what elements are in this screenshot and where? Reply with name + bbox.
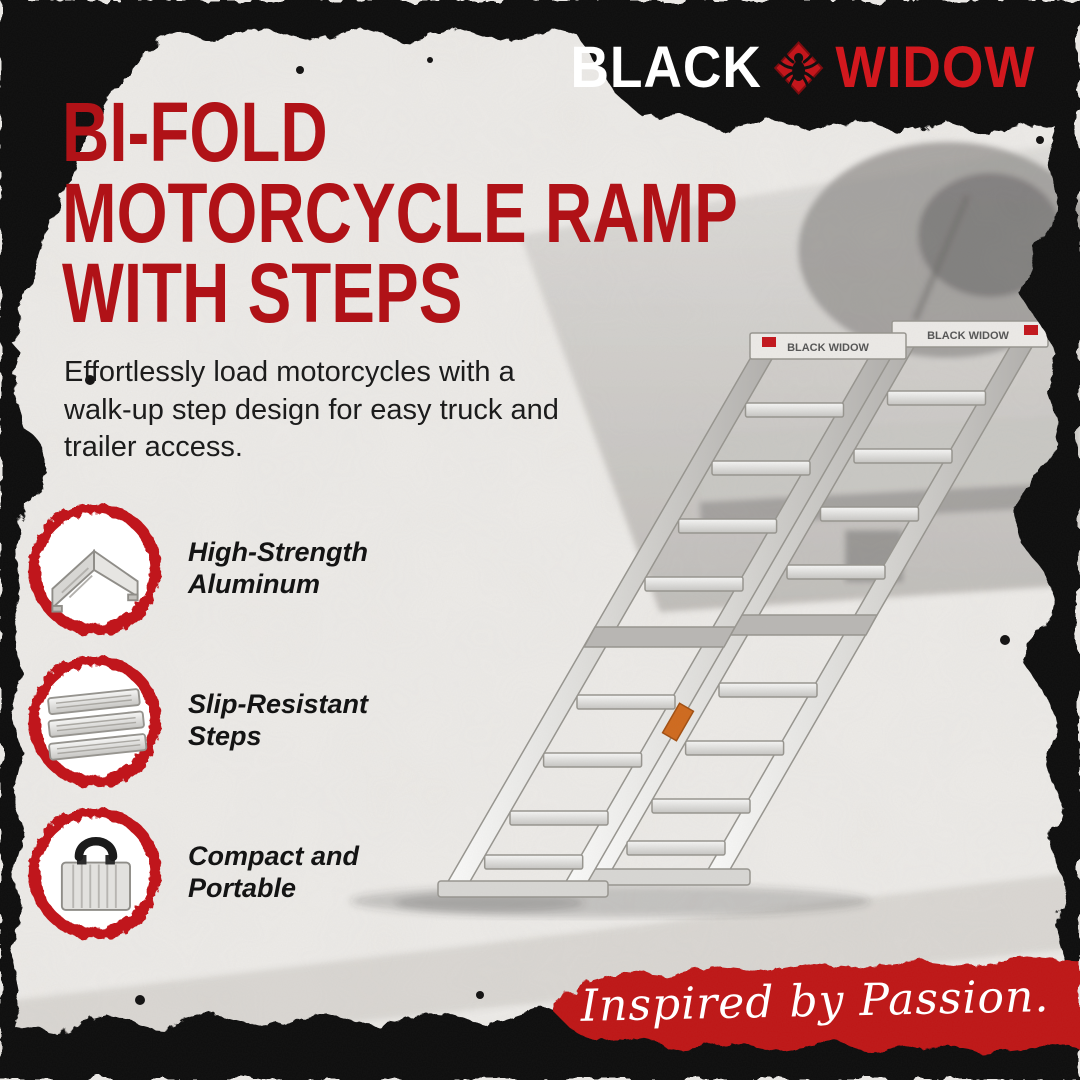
- slip-resistant-steps-icon: [28, 654, 162, 788]
- logo-black-text: BLACK: [570, 35, 763, 100]
- carry-handle-case-icon: [28, 806, 162, 940]
- feature-label: Compact and Portable: [188, 841, 360, 903]
- spider-icon: [774, 40, 824, 95]
- feature-label: Slip-Resistant Steps: [188, 689, 369, 751]
- headline-line-3: WITH STEPS: [62, 246, 463, 341]
- logo-widow-text: WIDOW: [835, 35, 1036, 100]
- tagline-text: Inspired by Passion.: [580, 971, 1050, 1032]
- folded-aluminum-ramp-icon: [28, 502, 162, 636]
- feature-item: Compact and Portable: [24, 802, 408, 944]
- left-border-blob: [0, 420, 46, 507]
- headline-line-1: BI-FOLD: [62, 85, 328, 179]
- feature-item: Slip-Resistant Steps: [24, 650, 408, 792]
- feature-list: High-Strength Aluminum Slip-Resistant St…: [24, 498, 408, 944]
- right-border: [1012, 0, 1080, 1080]
- headline: BI-FOLD MOTORCYCLE RAMP WITH STEPS: [62, 85, 738, 341]
- brand-logo: BLACK WIDOW: [571, 34, 1036, 101]
- feature-label: High-Strength Aluminum: [188, 537, 368, 599]
- product-description: Effortlessly load motorcycles with a wal…: [64, 356, 559, 464]
- headline-line-2: MOTORCYCLE RAMP: [62, 165, 738, 260]
- feature-item: High-Strength Aluminum: [24, 498, 408, 640]
